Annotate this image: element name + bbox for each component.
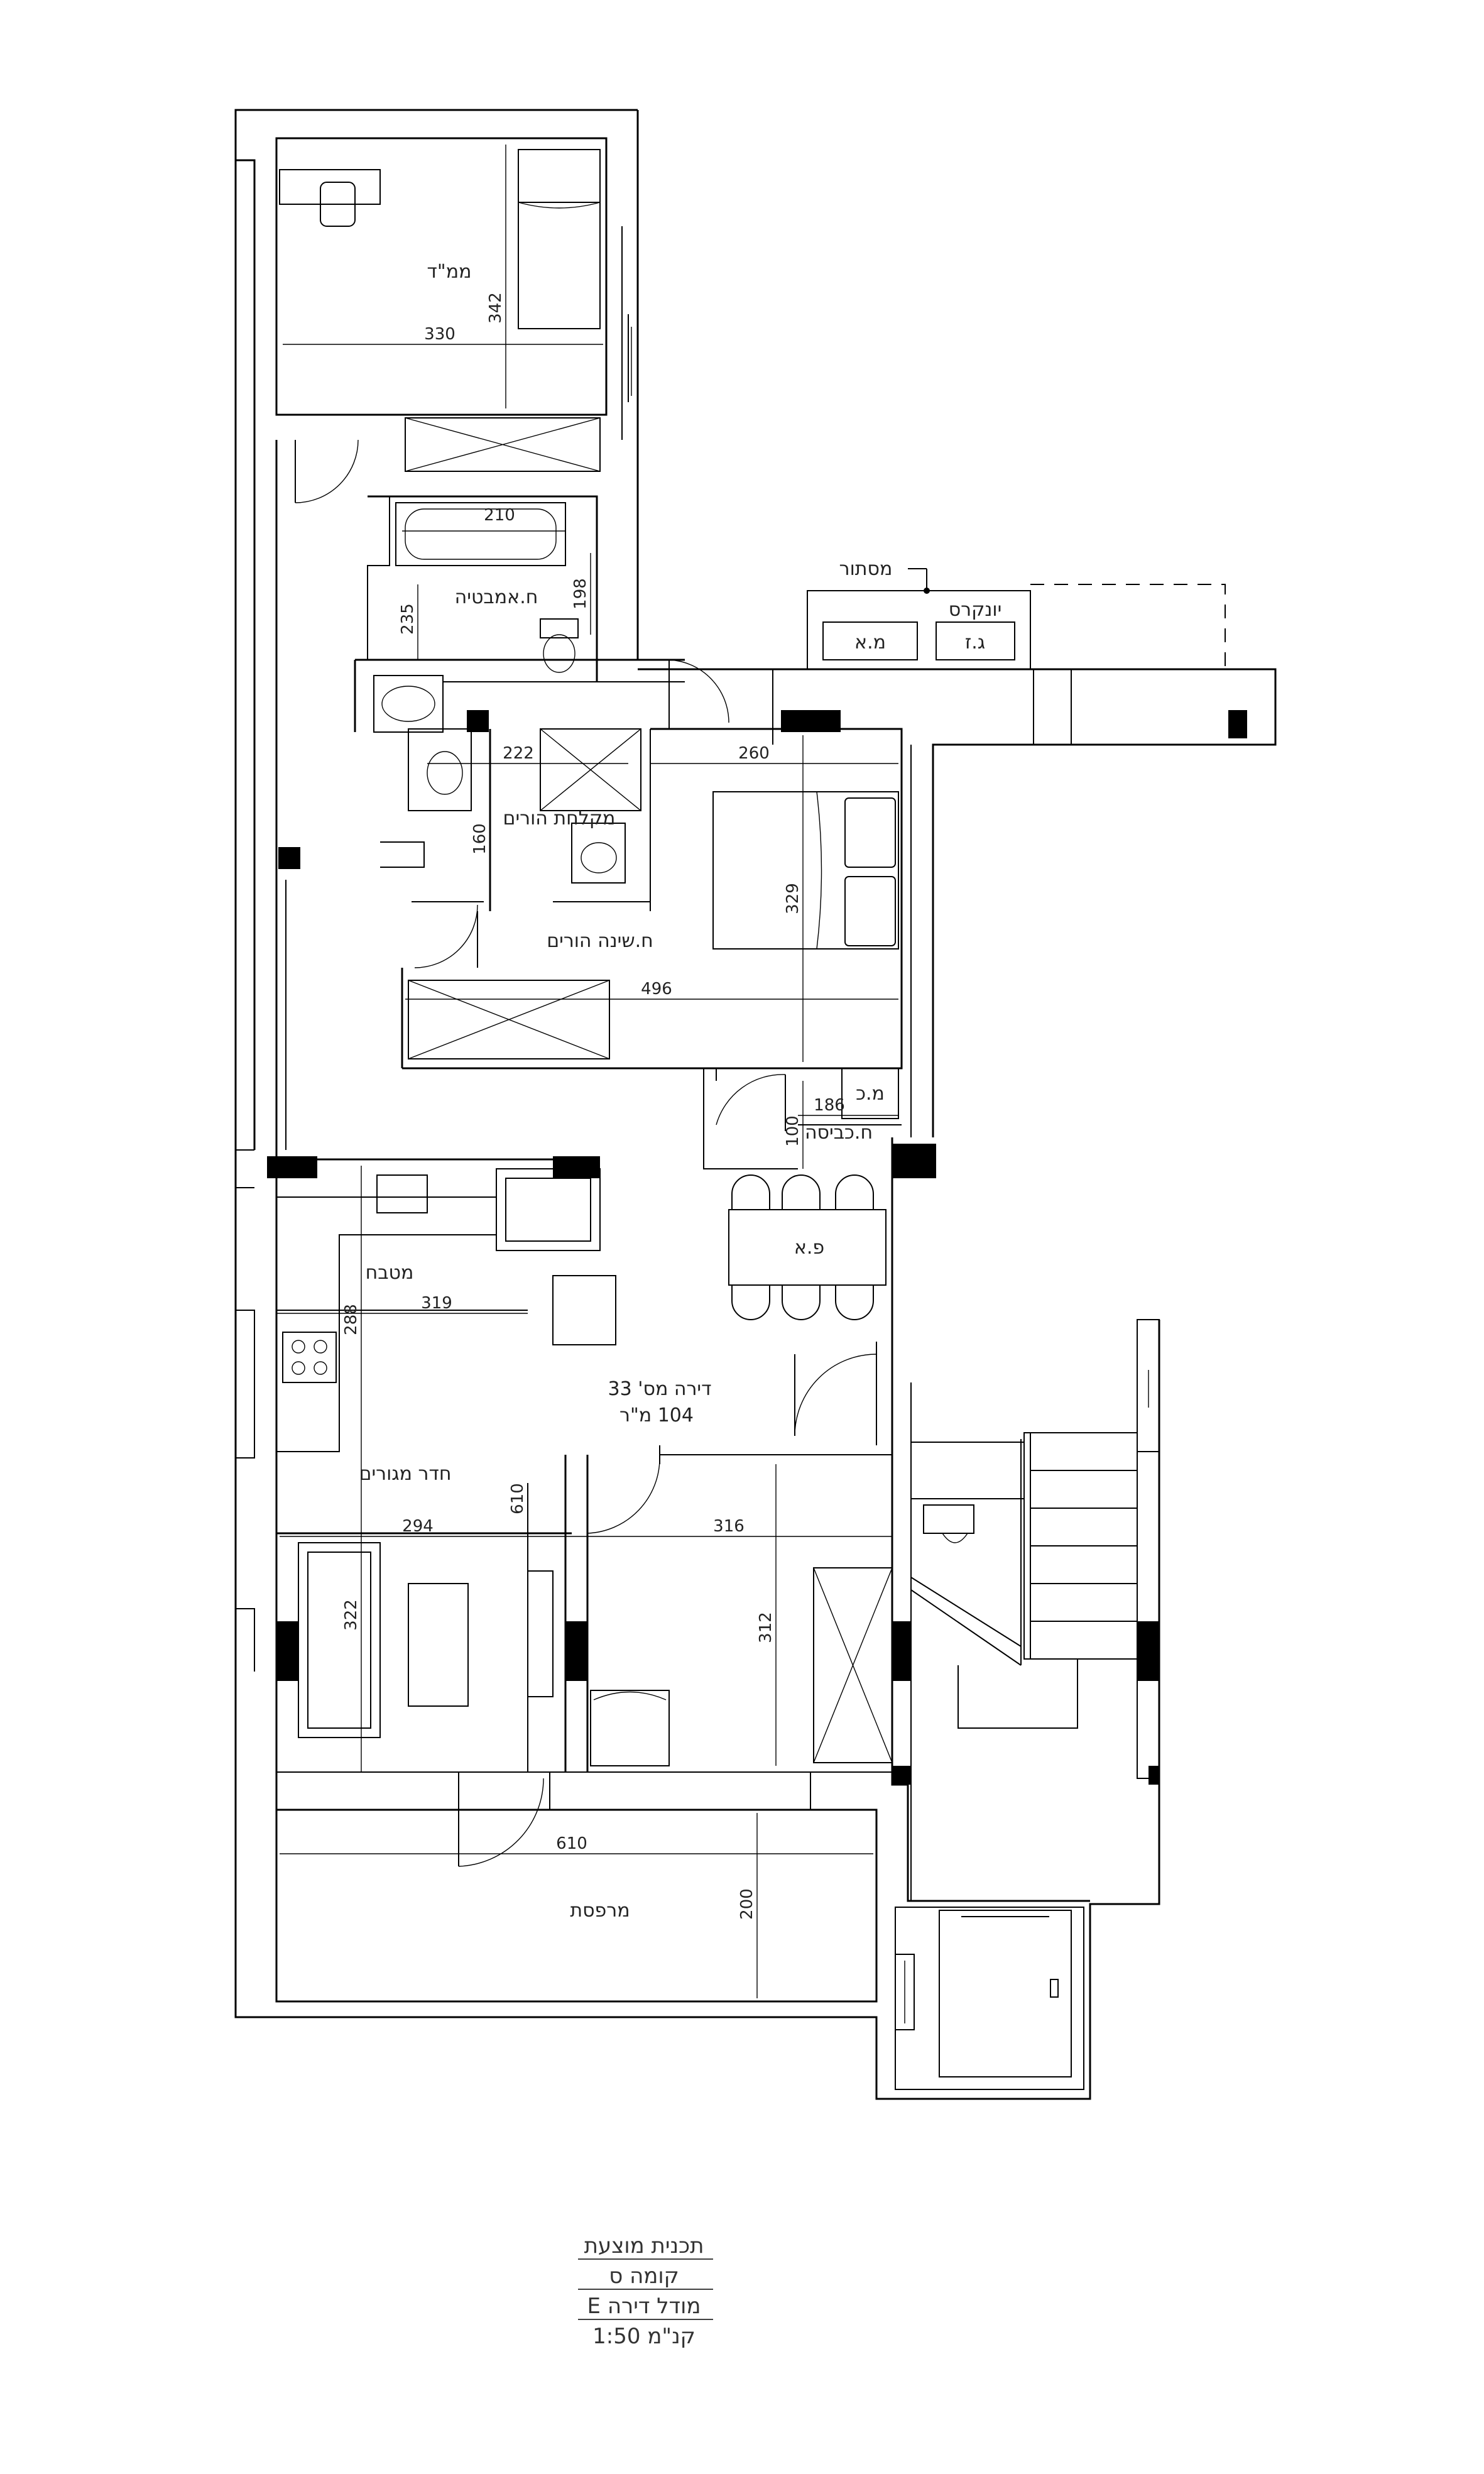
- living-room: [276, 1342, 877, 1773]
- dim-laundry-width: 186: [814, 1096, 845, 1115]
- parents-bedroom: [401, 728, 903, 1070]
- parents-shower: [380, 728, 651, 911]
- dim-balcony-height: 200: [738, 1888, 756, 1920]
- dim-shower-width: 222: [503, 744, 534, 763]
- dining-area: [728, 1174, 887, 1320]
- title-line-4: קנ"מ 1:50: [592, 2324, 696, 2349]
- dimension-labels: 330 342 210 235 198 222 160 260 329 496 …: [342, 292, 845, 1920]
- label-storage: מסתור: [839, 558, 893, 580]
- label-junkers: יונקרס: [949, 599, 1002, 621]
- dim-bath-width: 210: [484, 506, 515, 525]
- label-guest-bath: ח.אמבטיה: [455, 586, 538, 608]
- label-kitchen: מטבח: [366, 1262, 414, 1284]
- dim-bath-height-2: 198: [571, 578, 590, 610]
- label-service-cabinet: מ.כ: [856, 1083, 885, 1105]
- dim-kitchen-width: 319: [421, 1294, 452, 1313]
- dim-bedroom-height: 329: [783, 883, 802, 914]
- laundry-room: [703, 1068, 902, 1169]
- label-apartment-no: דירה מס' 33: [608, 1378, 712, 1400]
- dim-bedroom-width: 260: [738, 744, 770, 763]
- stair-core: [891, 1137, 1160, 2090]
- dim-living-height: 610: [508, 1483, 527, 1514]
- label-balcony: מרפסת: [570, 1900, 630, 1922]
- dim-balcony-width: 610: [556, 1834, 587, 1853]
- dim-safe-height: 342: [486, 292, 505, 324]
- label-laundry: ח.כביסה: [805, 1122, 873, 1144]
- dim-kitchen-height: 288: [342, 1304, 361, 1335]
- label-dining: פ.א: [794, 1237, 824, 1259]
- dim-laundry-height: 100: [783, 1115, 802, 1147]
- dim-living-sub: 322: [342, 1599, 361, 1631]
- title-line-2: קומה ס: [609, 2263, 679, 2289]
- dim-room-height: 312: [756, 1612, 775, 1643]
- balcony: [275, 1772, 878, 2003]
- safe-room: [275, 110, 639, 660]
- label-ac-unit: מ.א: [854, 632, 886, 654]
- label-parents-shower: מקלחת הורים: [503, 807, 616, 829]
- dim-shower-height: 160: [471, 823, 489, 855]
- outer-walls: [234, 109, 1160, 2100]
- title-line-3: מודל דירה E: [587, 2294, 701, 2319]
- bedroom-2: [276, 1445, 893, 1773]
- service-area: [638, 568, 1277, 1137]
- dim-safe-width: 330: [424, 325, 456, 344]
- label-living: חדר מגורים: [359, 1463, 452, 1485]
- dim-room-width: 316: [713, 1517, 745, 1536]
- dim-bath-height: 235: [398, 603, 417, 635]
- room-labels: ממ"ד ח.אמבטיה מקלחת הורים ח.שינה הורים ח…: [359, 261, 1002, 1922]
- kitchen: [270, 1158, 616, 1455]
- title-block: תכנית מוצעת קומה ס מודל דירה E קנ"מ 1:50: [578, 2233, 713, 2349]
- dim-living-width: 294: [402, 1517, 434, 1536]
- label-parents-bedroom: ח.שינה הורים: [547, 930, 653, 952]
- label-gas: ג.ז: [965, 632, 985, 654]
- label-area: 104 מ"ר: [619, 1404, 694, 1426]
- dim-bedroom-wall: 496: [641, 980, 672, 999]
- structural-columns: [267, 710, 1247, 1785]
- title-line-1: תכנית מוצעת: [584, 2233, 704, 2258]
- label-safe-room: ממ"ד: [427, 261, 472, 283]
